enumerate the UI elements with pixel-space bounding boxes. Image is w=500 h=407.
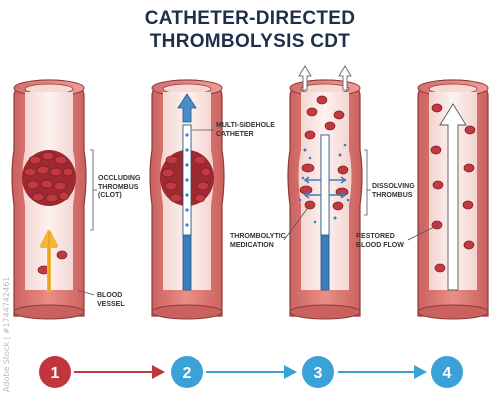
step-arrow-1 — [74, 365, 165, 379]
step-arrow-2 — [206, 365, 297, 379]
occluding-thrombus — [22, 150, 76, 206]
step-number: 1 — [51, 365, 60, 382]
step-number: 2 — [183, 365, 192, 382]
watermark: Adobe Stock | #1744742461 — [2, 276, 11, 392]
vessel-1 — [11, 79, 87, 320]
dissolving-thrombus — [299, 95, 349, 211]
step-number: 3 — [314, 365, 323, 382]
catheter-sideholes — [185, 133, 189, 227]
step-badge-circle — [39, 356, 71, 388]
label-occluding-thrombus: OCCLUDING THROMBUS (CLOT) — [98, 175, 141, 199]
label-thrombolytic-medication: THROMBOLYTIC MEDICATION — [230, 233, 286, 249]
vessel-2 — [149, 79, 225, 320]
vessel-2-bottom-opening — [151, 304, 223, 320]
title-line-1: CATHETER-DIRECTED — [144, 8, 356, 29]
title-line-2: THROMBOLYSIS CDT — [149, 31, 351, 52]
vessel-1-bottom-opening — [13, 304, 85, 320]
vessel-3-bottom-opening — [289, 304, 361, 320]
label-restored-blood-flow: RESTORED BLOOD FLOW — [356, 233, 404, 249]
step-badge-circle — [302, 356, 334, 388]
step-badge-2: 2 — [171, 356, 203, 388]
step-badge-3: 3 — [302, 356, 334, 388]
catheter-vessel-3-sidehole-segment — [320, 134, 330, 236]
vessel-3 — [287, 65, 363, 320]
vessel-4-bottom-opening — [417, 304, 489, 320]
callout-lines — [77, 129, 439, 296]
released-blood-flow-arrows — [298, 65, 352, 91]
label-blood-vessel: BLOOD VESSEL — [97, 292, 125, 308]
step-arrows — [74, 365, 427, 379]
medication-spray-arrows — [303, 176, 347, 199]
blood-cells-vessel-4 — [430, 103, 476, 273]
catheter-direction-arrow — [177, 93, 197, 123]
step-badges: 1 2 3 4 — [39, 356, 463, 388]
restored-flow-arrow — [439, 103, 467, 291]
step-badge-circle — [431, 356, 463, 388]
step-number: 4 — [443, 365, 452, 382]
label-dissolving-thrombus: DISSOLVING THROMBUS — [372, 183, 415, 199]
step-arrow-3 — [338, 365, 427, 379]
vessel-4 — [417, 79, 489, 320]
step-badge-4: 4 — [431, 356, 463, 388]
step-badge-circle — [171, 356, 203, 388]
thrombolytic-medication-dots — [298, 143, 350, 224]
label-multi-sidehole-catheter: MULTI-SIDEHOLE CATHETER — [216, 122, 275, 138]
step-badge-1: 1 — [39, 356, 71, 388]
